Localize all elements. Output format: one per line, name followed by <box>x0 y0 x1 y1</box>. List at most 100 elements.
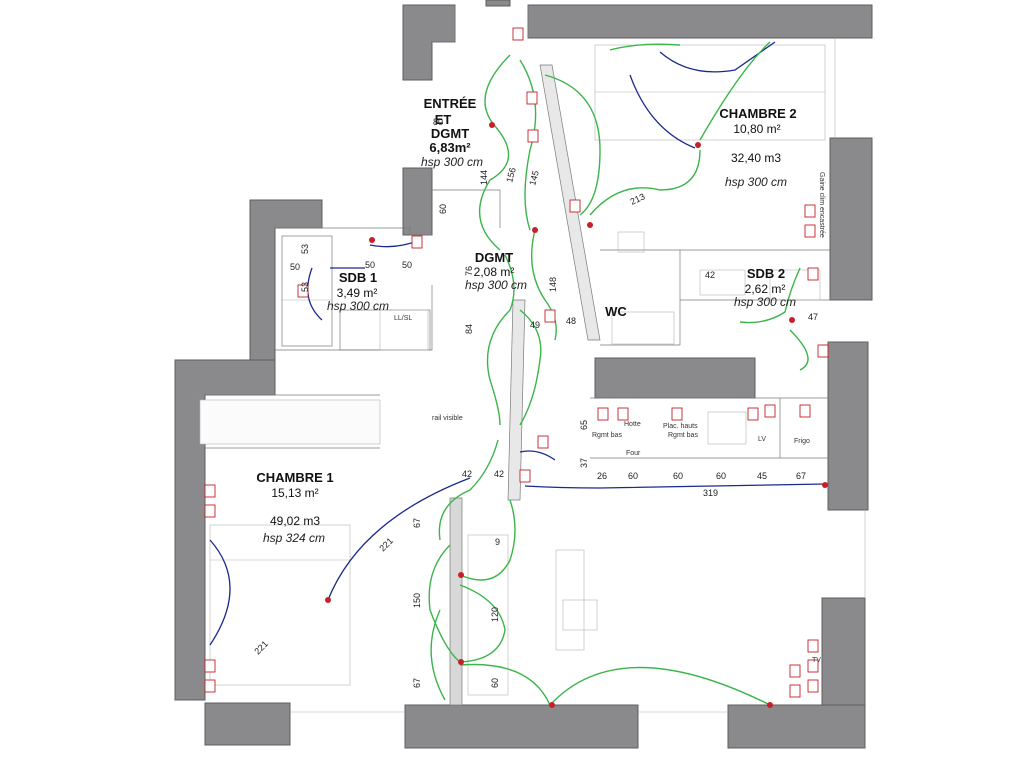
chambre2-hsp: hsp 300 cm <box>725 175 787 189</box>
chambre2-volume: 32,40 m3 <box>731 151 781 165</box>
dimension-label: 42 <box>494 469 504 479</box>
dimension-label: 67 <box>412 678 422 688</box>
outlet-icon <box>807 639 819 653</box>
wall-sdb1-top <box>249 199 323 361</box>
outlet-icon <box>671 407 683 421</box>
tv-label: TV <box>812 657 821 664</box>
kitchen-rgmt-bas-2-label: Rgmt bas <box>668 432 698 439</box>
dimension-label: 67 <box>796 471 806 481</box>
entree-name-2: ET <box>435 112 452 127</box>
kitchen-lv-label: LV <box>758 436 766 443</box>
dimension-label: 84 <box>464 324 474 334</box>
dimension-label: 60 <box>628 471 638 481</box>
dimension-label: 50 <box>365 260 375 270</box>
wall-entrance-left <box>402 167 433 236</box>
outlet-icon <box>804 204 816 218</box>
outlet-icon <box>817 344 829 358</box>
room-labels: ENTRÉE ET DGMT 6,83m² hsp 300 cm CHAMBRE… <box>256 96 796 545</box>
outlet-icon <box>569 199 581 213</box>
chambre1-name: CHAMBRE 1 <box>256 470 333 485</box>
dimension-label: 67 <box>412 518 422 528</box>
wall-right-mid <box>827 341 869 511</box>
light-point-icon <box>695 142 701 148</box>
outlet-icon <box>411 235 423 249</box>
dimension-label: 65 <box>579 420 589 430</box>
dimension-label: 42 <box>462 469 472 479</box>
sdb1-area: 3,49 m² <box>337 286 378 300</box>
ll-sl-label: LL/SL <box>394 315 412 322</box>
outlet-icon <box>526 91 538 105</box>
light-point-icon <box>458 659 464 665</box>
gaine-label: Gaine clim encastrée <box>818 172 825 238</box>
green-circuits <box>428 41 809 706</box>
furniture <box>199 44 826 696</box>
dimension-label: 42 <box>705 270 715 280</box>
light-point-icon <box>532 227 538 233</box>
kitchen-plac-hauts-label: Plac. hauts <box>663 423 698 430</box>
outlet-icon <box>789 664 801 678</box>
outlet-icon <box>204 679 216 693</box>
blue-circuits <box>209 41 826 646</box>
dimension-label: 221 <box>377 536 395 554</box>
light-point-icon <box>767 702 773 708</box>
chambre1-volume: 49,02 m3 <box>270 514 320 528</box>
outlet-icon <box>204 504 216 518</box>
chambre1-area: 15,13 m² <box>271 486 318 500</box>
outlet-icon <box>799 404 811 418</box>
wall-bottom-left <box>204 702 291 746</box>
wall-bottom-mid <box>404 704 639 749</box>
light-point-icon <box>789 317 795 323</box>
light-point-icon <box>822 482 828 488</box>
light-point-icon <box>549 702 555 708</box>
dimension-label: 53 <box>300 282 310 292</box>
outlet-icon <box>204 484 216 498</box>
outlet-icon <box>597 407 609 421</box>
dimension-label: 120 <box>490 607 500 622</box>
dimension-label: 49 <box>530 320 540 330</box>
dgmt-hsp: hsp 300 cm <box>465 278 527 292</box>
sdb2-area: 2,62 m² <box>745 282 786 296</box>
light-point-icon <box>369 237 375 243</box>
entree-name-3: DGMT <box>431 126 469 141</box>
light-point-icon <box>489 122 495 128</box>
dimension-label: 60 <box>490 678 500 688</box>
sdb2-name: SDB 2 <box>747 266 785 281</box>
walls <box>174 0 873 749</box>
chambre1-hsp: hsp 324 cm <box>263 531 325 545</box>
dimension-label: 148 <box>548 277 558 292</box>
kitchen-hotte-label: Hotte <box>624 421 641 428</box>
sdb2-hsp: hsp 300 cm <box>734 295 796 309</box>
rail-visible-label: rail visible <box>432 415 463 422</box>
kitchen-frigo-label: Frigo <box>794 438 810 445</box>
dgmt-name: DGMT <box>475 250 513 265</box>
outlet-icon <box>807 659 819 673</box>
outlet-icon <box>804 224 816 238</box>
wc-name: WC <box>605 304 627 319</box>
dimension-label: 150 <box>412 593 422 608</box>
entree-hsp: hsp 300 cm <box>421 155 483 169</box>
wall-top-left-block <box>402 4 456 81</box>
dimension-label: 60 <box>438 204 448 214</box>
outlet-icon <box>617 407 629 421</box>
outlet-icon <box>537 435 549 449</box>
kitchen-rgmt-bas-1-label: Rgmt bas <box>592 432 622 439</box>
wall-right-lower <box>821 597 866 706</box>
dimension-label: 47 <box>808 312 818 322</box>
dimension-label: 50 <box>290 262 300 272</box>
sdb1-name: SDB 1 <box>339 270 377 285</box>
chambre2-name: CHAMBRE 2 <box>719 106 796 121</box>
dimension-label: 144 <box>479 170 489 185</box>
outlet-icon <box>807 267 819 281</box>
entree-name-1: ENTRÉE <box>424 96 477 111</box>
dimension-label: 37 <box>579 458 589 468</box>
outlet-icon <box>297 284 309 298</box>
dgmt-area: 2,08 m² <box>474 265 515 279</box>
dimension-label: 48 <box>566 316 576 326</box>
dimension-label: 26 <box>597 471 607 481</box>
kitchen-four-label: Four <box>626 450 641 457</box>
wall-entrance-pillar <box>485 0 511 7</box>
chambre2-area: 10,80 m² <box>733 122 780 136</box>
sdb1-hsp: hsp 300 cm <box>327 299 389 313</box>
entree-area: 6,83m² <box>429 140 471 155</box>
